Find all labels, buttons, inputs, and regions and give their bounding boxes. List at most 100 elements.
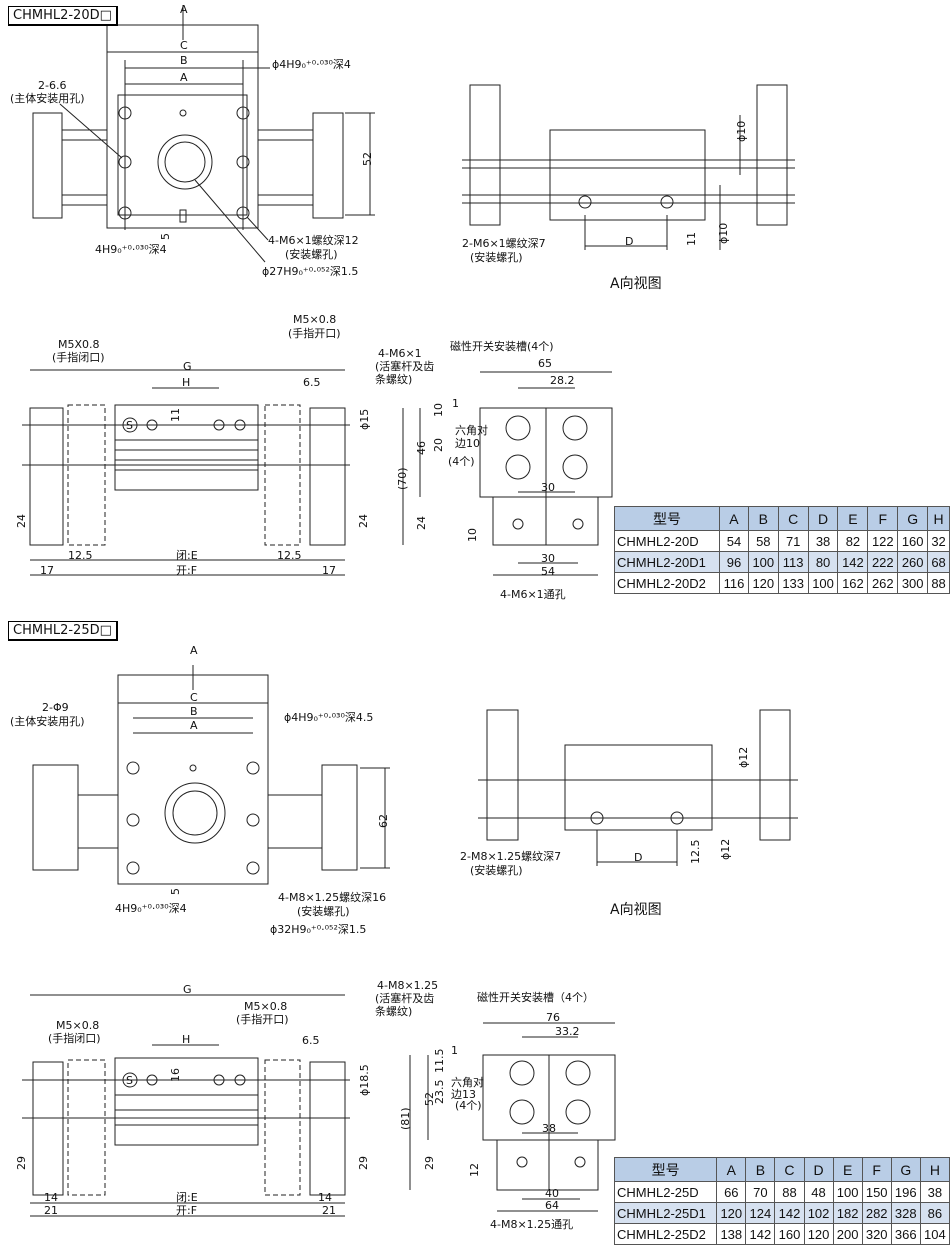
dimension-label: 闭:E <box>176 549 198 562</box>
dimension-label: 28.2 <box>550 374 575 387</box>
dimension-label: H <box>182 376 191 389</box>
table-cell: 38 <box>919 1181 950 1203</box>
dimension-label: A <box>190 644 198 657</box>
dimension-label: 六角对 <box>455 424 488 437</box>
dimension-label: 12 <box>468 1163 481 1177</box>
table-cell: 66 <box>716 1181 747 1203</box>
dimension-label: 40 <box>545 1187 559 1200</box>
dimension-label: A向视图 <box>610 902 662 918</box>
dimension-label: ϕ32H9₀⁺⁰·⁰⁵²深1.5 <box>270 923 367 936</box>
dimension-label: (安装螺孔) <box>297 905 350 918</box>
section-title-25: CHMHL2-25D□ <box>8 621 118 641</box>
column-header: D <box>807 506 839 531</box>
dimension-label: B <box>190 705 198 718</box>
side-view-20 <box>22 369 350 576</box>
column-header: B <box>745 1157 776 1182</box>
dimension-label: 12.5 <box>689 839 702 865</box>
dimension-label: (70) <box>396 467 409 490</box>
column-header: C <box>774 1157 805 1182</box>
dimension-label: 29 <box>15 1156 28 1170</box>
table-cell: 104 <box>919 1223 950 1245</box>
dimension-label: A <box>180 71 188 84</box>
dimension-label: ϕ18.5 <box>358 1064 371 1096</box>
dimension-label: A <box>190 719 198 732</box>
dimension-label: 20 <box>432 438 445 452</box>
dimension-label: 条螺纹) <box>375 1005 413 1018</box>
table-cell: 100 <box>747 551 779 573</box>
dimension-label: 2-6.6 <box>38 79 67 92</box>
dimension-label: G <box>183 983 192 996</box>
table-cell: 124 <box>745 1202 776 1224</box>
dimension-label: 29 <box>357 1156 370 1170</box>
dimension-label: 5 <box>169 888 182 895</box>
dimension-label: (活塞杆及齿 <box>375 992 435 1005</box>
column-header: 型号 <box>613 506 721 531</box>
table-cell: 58 <box>747 530 779 552</box>
column-header: G <box>897 506 929 531</box>
dimension-label: 4-M6×1螺纹深12 <box>268 234 359 247</box>
dimension-label: ϕ12 <box>719 838 732 860</box>
dimension-label: ϕ4H9₀⁺⁰·⁰³⁰深4 <box>272 58 351 71</box>
column-header: C <box>777 506 809 531</box>
end-view-25 <box>409 1022 616 1212</box>
table-cell: 80 <box>807 551 839 573</box>
table-cell: 96 <box>719 551 749 573</box>
table-cell: 150 <box>861 1181 892 1203</box>
dimension-label: 4-M8×1.25通孔 <box>490 1218 574 1231</box>
dimension-label: 6.5 <box>303 376 321 389</box>
dimension-label: (主体安装用孔) <box>10 92 85 105</box>
dimension-label: (手指开口) <box>288 327 341 340</box>
dimension-label: (手指开口) <box>236 1013 289 1026</box>
dimension-label: D <box>634 851 643 864</box>
dimension-label: 边10 <box>455 437 480 450</box>
table-cell: 116 <box>719 572 749 594</box>
dimension-label: 17 <box>40 564 54 577</box>
table-cell: 82 <box>837 530 869 552</box>
table-cell: 142 <box>837 551 869 573</box>
dimension-label: S <box>126 419 133 432</box>
dimension-label: 52 <box>423 1092 436 1106</box>
table-cell: 138 <box>716 1223 747 1245</box>
dimension-label: 4H9₀⁺⁰·⁰³⁰深4 <box>95 243 167 256</box>
table-cell: 86 <box>919 1202 950 1224</box>
dimension-label: 10 <box>466 528 479 542</box>
table-cell: 120 <box>803 1223 834 1245</box>
table-cell: 222 <box>867 551 899 573</box>
table-cell: 120 <box>716 1202 747 1224</box>
dimension-label: S <box>126 1074 133 1087</box>
dimension-label: 开:F <box>176 564 198 577</box>
dimension-label: M5×0.8 <box>244 1000 288 1013</box>
dimension-label: (4个) <box>448 455 475 468</box>
table-cell: 260 <box>897 551 929 573</box>
table-cell: 182 <box>832 1202 863 1224</box>
table-cell: 262 <box>867 572 899 594</box>
dimension-label: 65 <box>538 357 552 370</box>
dimension-label: (手指闭口) <box>48 1032 101 1045</box>
table-cell: 88 <box>927 572 950 594</box>
table-cell: 102 <box>803 1202 834 1224</box>
dimension-label: G <box>183 360 192 373</box>
column-header: A <box>719 506 749 531</box>
table-cell: 160 <box>897 530 929 552</box>
table-cell: 162 <box>837 572 869 594</box>
dimension-label: D <box>625 235 634 248</box>
column-header: A <box>716 1157 747 1182</box>
dimension-label: ϕ12 <box>737 746 750 768</box>
dimension-label: M5×0.8 <box>56 1019 100 1032</box>
table-cell: 120 <box>747 572 779 594</box>
dimension-label: 4-M8×1.25 <box>377 979 439 992</box>
table-cell: 133 <box>777 572 809 594</box>
dimension-label: (81) <box>399 1107 412 1130</box>
dimension-label: 条螺纹) <box>375 373 413 386</box>
dimension-label: (手指闭口) <box>52 351 105 364</box>
dimension-label: 5 <box>159 233 172 240</box>
dimension-label: 30 <box>541 481 555 494</box>
dimension-label: (主体安装用孔) <box>10 715 85 728</box>
column-header: F <box>861 1157 892 1182</box>
dimension-label: M5×0.8 <box>293 313 337 326</box>
